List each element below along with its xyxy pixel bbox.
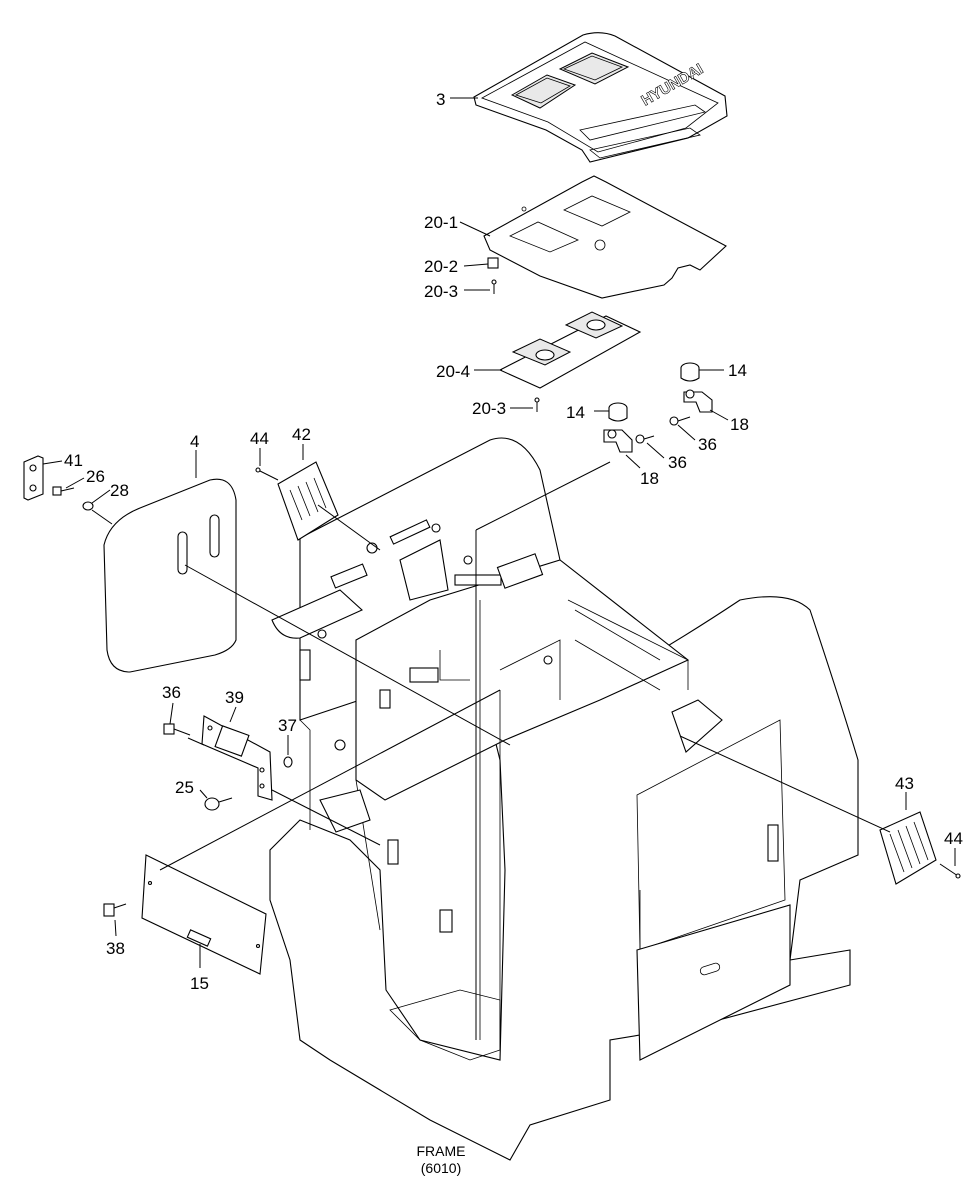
label-part-38: 38	[106, 939, 125, 958]
label-part-4: 4	[190, 432, 199, 451]
cover-plate-part-15	[141, 854, 267, 975]
bolt-part-38	[103, 903, 127, 917]
rubber-mount-part-14-right	[680, 362, 700, 382]
bolt-part-26	[52, 486, 75, 496]
screw-part-44-left	[255, 467, 279, 481]
label-part-41: 41	[64, 451, 83, 470]
gasket-plate-part-20-1	[483, 175, 727, 299]
side-cover-part-4	[103, 478, 237, 673]
main-frame-assembly	[269, 437, 859, 1161]
label-part-14-right: 14	[728, 361, 747, 380]
bracket-part-18-left	[603, 429, 633, 453]
label-part-26: 26	[86, 467, 105, 486]
top-cover-part-3: HYUNDAI	[473, 32, 728, 163]
label-part-20-4: 20-4	[436, 362, 470, 381]
grille-part-42	[277, 461, 339, 541]
damper-plate-part-20-4	[498, 311, 642, 389]
label-part-36-bracket: 36	[162, 683, 181, 702]
nut-part-37	[283, 756, 293, 768]
nut-part-20-2	[487, 257, 499, 269]
label-part-28: 28	[110, 481, 129, 500]
label-part-3: 3	[436, 90, 445, 109]
label-part-36-left: 36	[668, 453, 687, 472]
screw-part-20-3-upper	[491, 279, 497, 294]
bracket-part-18-right	[683, 389, 713, 413]
grille-part-43	[879, 811, 937, 885]
rubber-mount-part-14-left	[608, 402, 628, 422]
label-part-25: 25	[175, 778, 194, 797]
bolt-part-36-left	[635, 434, 655, 444]
label-part-36-right: 36	[698, 435, 717, 454]
label-part-20-3-upper: 20-3	[424, 282, 458, 301]
label-part-37: 37	[278, 716, 297, 735]
label-part-18-right: 18	[730, 415, 749, 434]
label-part-44-right: 44	[944, 829, 963, 848]
label-part-20-3-lower: 20-3	[472, 399, 506, 418]
handle-part-41	[23, 455, 44, 501]
washer-part-28	[82, 501, 94, 511]
bolt-part-36-bracket	[163, 723, 191, 736]
label-part-15: 15	[190, 974, 209, 993]
bolt-part-36-right	[669, 416, 691, 426]
label-part-42: 42	[292, 425, 311, 444]
label-part-20-1: 20-1	[424, 213, 458, 232]
label-part-14-left: 14	[566, 403, 585, 422]
label-part-39: 39	[225, 688, 244, 707]
label-part-20-2: 20-2	[424, 257, 458, 276]
bolt-part-25	[204, 797, 233, 811]
screw-part-44-right	[939, 863, 961, 879]
label-part-18-left: 18	[640, 469, 659, 488]
label-part-43: 43	[895, 774, 914, 793]
screw-part-20-3-lower	[534, 397, 540, 412]
bracket-part-39	[201, 715, 273, 801]
frame-caption-title: FRAME	[417, 1143, 466, 1159]
label-part-44-left: 44	[250, 429, 269, 448]
frame-caption-code: (6010)	[421, 1160, 461, 1176]
